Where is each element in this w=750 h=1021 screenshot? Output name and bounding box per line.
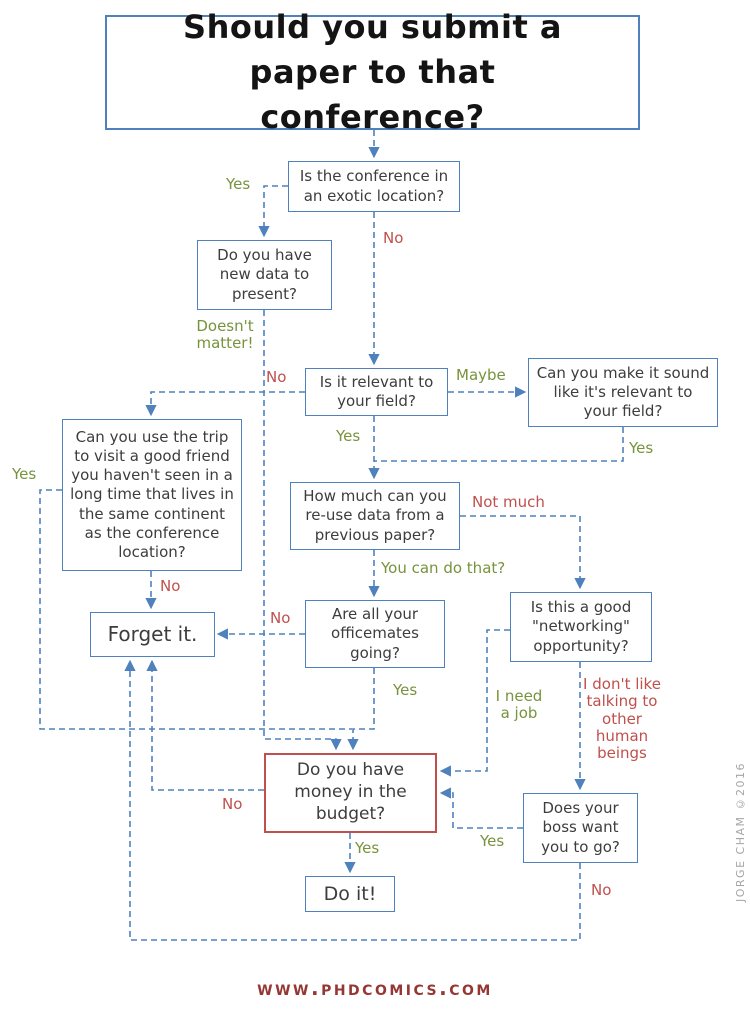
- node-exotic-location: Is the conference in an exotic location?: [288, 161, 460, 212]
- label-exotic-no: No: [383, 229, 404, 247]
- edge-trip-yes: [39, 489, 352, 730]
- node-networking: Is this a good "networking" opportunity?: [510, 592, 652, 662]
- label-not-much: Not much: [472, 493, 545, 511]
- label-boss-no: No: [591, 881, 612, 899]
- label-relevant-yes: Yes: [336, 427, 361, 445]
- label-officemates-no: No: [270, 609, 291, 627]
- edge-budget-no: [146, 659, 264, 791]
- edge-exotic-yes: [258, 185, 288, 238]
- node-budget: Do you have money in the budget?: [264, 753, 437, 833]
- node-officemates: Are all your officemates going?: [305, 600, 445, 668]
- label-trip-no: No: [160, 577, 181, 595]
- label-doesnt-matter: Doesn't matter!: [196, 317, 254, 353]
- edge-boss-yes: [439, 787, 523, 829]
- label-trip-yes: Yes: [12, 465, 37, 483]
- node-boss: Does your boss want you to go?: [523, 793, 638, 863]
- title-box: Should you submit a paper to that confer…: [105, 8, 640, 136]
- label-boss-yes: Yes: [480, 832, 505, 850]
- label-budget-yes: Yes: [355, 839, 380, 857]
- node-forget-it: Forget it.: [90, 612, 215, 657]
- edge-networking-need-job: [439, 629, 510, 777]
- edge-boss-no: [124, 659, 581, 941]
- node-sound-relevant: Can you make it sound like it's relevant…: [528, 358, 718, 427]
- label-exotic-yes: Yes: [226, 175, 251, 193]
- label-relevant-no: No: [266, 368, 287, 386]
- label-can-do-that: You can do that?: [381, 559, 506, 577]
- label-dont-like-talking: I don't like talking to other human bein…: [583, 675, 661, 762]
- node-reuse-data: How much can you re-use data from a prev…: [290, 482, 460, 550]
- edge-reuse-not-much: [460, 515, 586, 590]
- label-officemates-yes: Yes: [393, 681, 418, 699]
- node-new-data: Do you have new data to present?: [197, 240, 332, 310]
- label-relevant-maybe: Maybe: [456, 366, 506, 384]
- artist-credit: JORGE CHAM ©2016: [734, 762, 747, 902]
- edge-officemates-yes: [347, 668, 375, 751]
- edge-doesnt-matter: [263, 310, 342, 751]
- label-need-a-job: I need a job: [495, 687, 543, 723]
- edge-sound-yes: [374, 427, 624, 462]
- label-sound-yes: Yes: [629, 439, 654, 457]
- node-relevant: Is it relevant to your field?: [305, 368, 448, 416]
- edge-relevant-no: [145, 391, 305, 417]
- footer-url: www.phdcomics.com: [257, 976, 493, 1000]
- node-trip-friend: Can you use the trip to visit a good fri…: [62, 419, 242, 571]
- label-budget-no: No: [222, 795, 243, 813]
- node-do-it: Do it!: [305, 876, 395, 912]
